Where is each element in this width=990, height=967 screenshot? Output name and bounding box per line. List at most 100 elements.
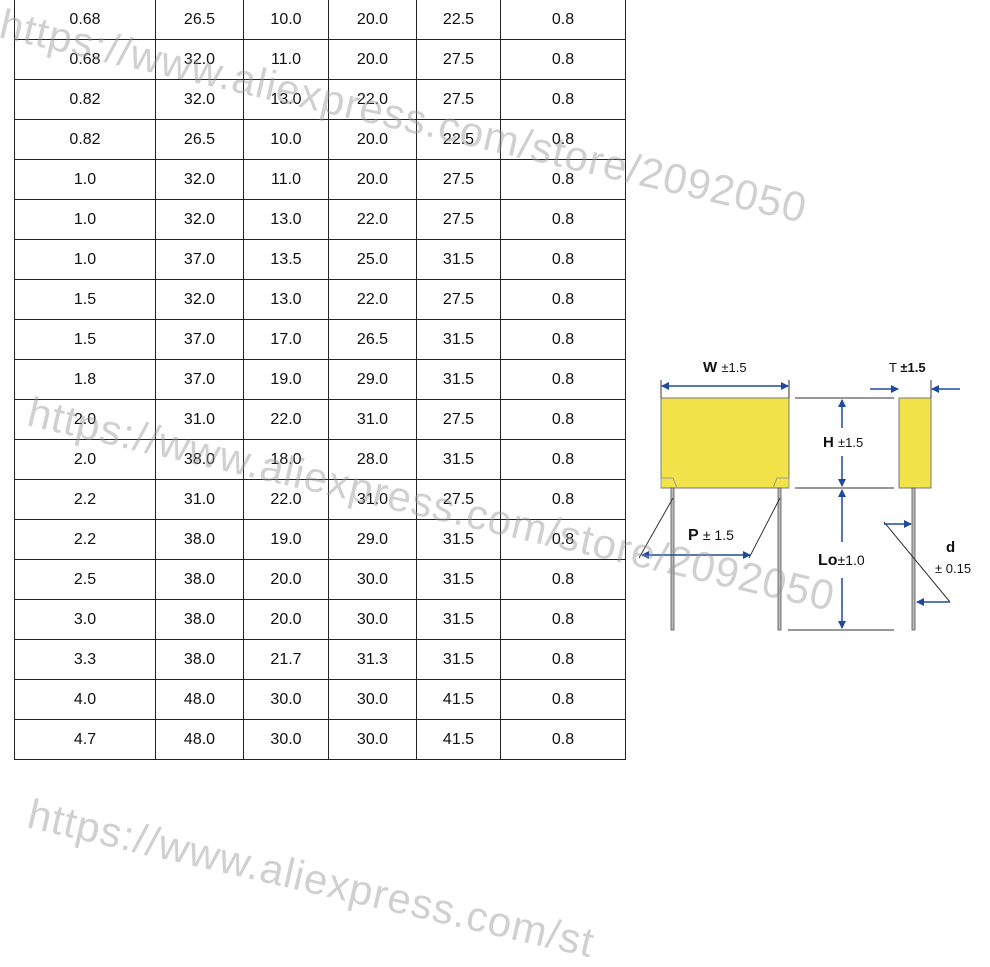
table-cell: 11.0 bbox=[243, 159, 329, 200]
table-cell: 17.0 bbox=[243, 319, 329, 360]
table-cell: 32.0 bbox=[155, 159, 244, 200]
d-tolerance: ± 0.15 bbox=[935, 561, 971, 576]
table-cell: 41.5 bbox=[416, 719, 501, 760]
table-cell: 31.0 bbox=[328, 479, 417, 520]
table-cell: 2.5 bbox=[14, 559, 156, 600]
table-cell: 0.8 bbox=[500, 439, 626, 480]
table-cell: 0.8 bbox=[500, 519, 626, 560]
table-cell: 20.0 bbox=[243, 559, 329, 600]
table-cell: 0.8 bbox=[500, 479, 626, 520]
table-cell: 30.0 bbox=[328, 679, 417, 720]
p-leader-left bbox=[638, 497, 674, 559]
table-cell: 20.0 bbox=[243, 599, 329, 640]
d-label: d bbox=[946, 539, 955, 556]
table-cell: 0.8 bbox=[500, 159, 626, 200]
table-cell: 13.5 bbox=[243, 239, 329, 280]
right-lead bbox=[777, 487, 782, 631]
table-cell: 31.0 bbox=[155, 479, 244, 520]
table-cell: 27.5 bbox=[416, 399, 501, 440]
table-cell: 31.5 bbox=[416, 319, 501, 360]
table-cell: 2.0 bbox=[14, 399, 156, 440]
table-cell: 0.8 bbox=[500, 599, 626, 640]
table-cell: 20.0 bbox=[328, 119, 417, 160]
table-cell: 22.0 bbox=[328, 199, 417, 240]
table-cell: 31.0 bbox=[155, 399, 244, 440]
table-cell: 30.0 bbox=[328, 599, 417, 640]
table-cell: 22.0 bbox=[328, 79, 417, 120]
table-cell: 2.2 bbox=[14, 479, 156, 520]
table-cell: 22.5 bbox=[416, 119, 501, 160]
table-cell: 0.8 bbox=[500, 719, 626, 760]
table-cell: 4.0 bbox=[14, 679, 156, 720]
lo-label: Lo±1.0 bbox=[818, 552, 865, 569]
table-cell: 38.0 bbox=[155, 559, 244, 600]
table-cell: 28.0 bbox=[328, 439, 417, 480]
table-cell: 20.0 bbox=[328, 0, 417, 40]
table-cell: 38.0 bbox=[155, 599, 244, 640]
table-cell: 25.0 bbox=[328, 239, 417, 280]
table-cell: 22.0 bbox=[328, 279, 417, 320]
table-cell: 31.5 bbox=[416, 439, 501, 480]
table-cell: 37.0 bbox=[155, 239, 244, 280]
w-label: W ±1.5 bbox=[703, 359, 747, 376]
table-cell: 19.0 bbox=[243, 519, 329, 560]
table-cell: 38.0 bbox=[155, 519, 244, 560]
table-cell: 31.5 bbox=[416, 239, 501, 280]
table-cell: 32.0 bbox=[155, 199, 244, 240]
table-cell: 32.0 bbox=[155, 79, 244, 120]
table-cell: 3.0 bbox=[14, 599, 156, 640]
table-cell: 29.0 bbox=[328, 519, 417, 560]
table-cell: 31.0 bbox=[328, 399, 417, 440]
table-cell: 1.5 bbox=[14, 279, 156, 320]
table-cell: 31.5 bbox=[416, 359, 501, 400]
table-cell: 27.5 bbox=[416, 479, 501, 520]
table-cell: 37.0 bbox=[155, 359, 244, 400]
table-cell: 3.3 bbox=[14, 639, 156, 680]
capacitor-dimension-diagram: W ±1.5 T ±1.5 H ±1.5 P ± 1.5 Lo±1.0 d ± … bbox=[638, 359, 971, 631]
table-cell: 10.0 bbox=[243, 0, 329, 40]
d-leader bbox=[883, 521, 951, 603]
table-cell: 20.0 bbox=[328, 159, 417, 200]
table-cell: 29.0 bbox=[328, 359, 417, 400]
table-cell: 0.8 bbox=[500, 0, 626, 40]
table-cell: 0.8 bbox=[500, 399, 626, 440]
table-cell: 30.0 bbox=[243, 679, 329, 720]
table-cell: 0.8 bbox=[500, 199, 626, 240]
table-cell: 13.0 bbox=[243, 79, 329, 120]
table-cell: 0.8 bbox=[500, 119, 626, 160]
h-label: H ±1.5 bbox=[823, 434, 863, 451]
table-cell: 48.0 bbox=[155, 679, 244, 720]
capacitor-side-body bbox=[898, 397, 932, 489]
table-cell: 27.5 bbox=[416, 159, 501, 200]
table-cell: 0.8 bbox=[500, 679, 626, 720]
table-cell: 1.0 bbox=[14, 199, 156, 240]
table-cell: 2.2 bbox=[14, 519, 156, 560]
table-cell: 32.0 bbox=[155, 279, 244, 320]
table-cell: 0.68 bbox=[14, 0, 156, 40]
left-lead bbox=[670, 487, 675, 631]
table-cell: 27.5 bbox=[416, 199, 501, 240]
t-label: T ±1.5 bbox=[889, 360, 926, 375]
table-cell: 0.8 bbox=[500, 639, 626, 680]
table-cell: 30.0 bbox=[328, 559, 417, 600]
table-cell: 22.0 bbox=[243, 399, 329, 440]
table-cell: 1.8 bbox=[14, 359, 156, 400]
table-cell: 0.8 bbox=[500, 559, 626, 600]
capacitor-front-body bbox=[660, 397, 790, 489]
table-cell: 18.0 bbox=[243, 439, 329, 480]
table-cell: 31.3 bbox=[328, 639, 417, 680]
table-cell: 26.5 bbox=[155, 119, 244, 160]
table-cell: 19.0 bbox=[243, 359, 329, 400]
